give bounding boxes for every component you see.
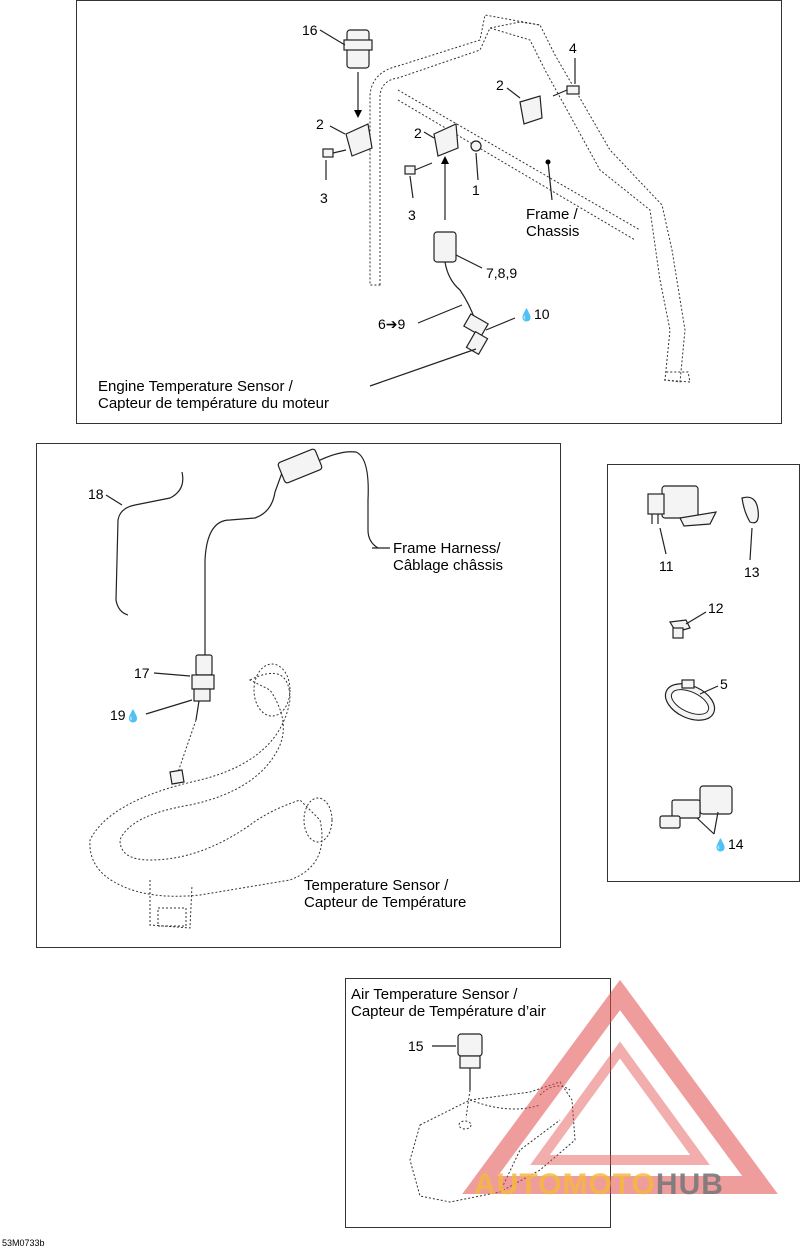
screws-drawing bbox=[322, 85, 580, 175]
brackets-2-drawing bbox=[345, 95, 543, 157]
callout-1: 1 bbox=[472, 182, 480, 198]
harness-label-line1: Frame Harness/ bbox=[393, 540, 501, 557]
air-caption-line1: Air Temperature Sensor / bbox=[351, 986, 518, 1003]
figure-id: 53M0733b bbox=[2, 1238, 45, 1248]
callout-15: 15 bbox=[408, 1038, 424, 1054]
temperature-sensor-panel bbox=[36, 443, 561, 948]
temperature-leader-lines bbox=[105, 494, 390, 715]
callout-16: 16 bbox=[302, 22, 318, 38]
callout-17: 17 bbox=[134, 665, 150, 681]
harness-wire-drawing bbox=[204, 469, 284, 660]
callout-11: 11 bbox=[659, 558, 674, 574]
engine-leader-lines bbox=[319, 29, 576, 387]
callout-18: 18 bbox=[88, 486, 104, 502]
temperature-caption-line2: Capteur de Température bbox=[304, 894, 467, 911]
engine-sensor-part-drawing bbox=[433, 156, 489, 356]
callout-2a: 2 bbox=[316, 116, 324, 132]
temperature-caption-line1: Temperature Sensor / bbox=[304, 877, 449, 894]
screw-12-drawing bbox=[669, 619, 691, 639]
lubricant-drop-icon: 💧 bbox=[713, 838, 728, 852]
sensor-17-drawing bbox=[169, 654, 215, 785]
frame-chassis-drawing bbox=[369, 14, 691, 383]
sensor-15-drawing bbox=[432, 1033, 483, 1119]
engine-caption-line1: Engine Temperature Sensor / bbox=[98, 378, 293, 395]
callout-3b: 3 bbox=[408, 207, 416, 223]
callout-10: 💧10 bbox=[519, 306, 550, 322]
callout-19-value: 19 bbox=[110, 707, 126, 723]
callout-2c: 2 bbox=[496, 77, 504, 93]
callout-19: 19💧 bbox=[110, 707, 141, 723]
air-caption-line2: Capteur de Température d’air bbox=[351, 1003, 546, 1020]
callout-7-8-9: 7,8,9 bbox=[486, 265, 518, 281]
connector-16-drawing bbox=[343, 29, 373, 118]
engine-caption-line2: Capteur de température du moteur bbox=[98, 395, 329, 412]
frame-label-line2: Chassis bbox=[526, 223, 580, 240]
callout-12: 12 bbox=[708, 600, 724, 616]
harness-connector-drawing bbox=[277, 448, 323, 484]
exhaust-pipe-drawing bbox=[89, 663, 333, 929]
callout-14: 💧14 bbox=[713, 836, 744, 852]
callout-3a: 3 bbox=[320, 190, 328, 206]
watermark-text: AUTOMOTOHUB bbox=[474, 1168, 724, 1202]
callout-13: 13 bbox=[744, 564, 760, 580]
callout-10-value: 10 bbox=[533, 306, 550, 322]
callout-14-value: 14 bbox=[727, 836, 744, 852]
watermark-text-a: AUTOMOTO bbox=[474, 1168, 656, 1201]
lubricant-drop-icon: 💧 bbox=[125, 709, 141, 723]
callout-4: 4 bbox=[569, 40, 577, 56]
hose-18-drawing bbox=[115, 471, 184, 616]
frame-label-line1: Frame / bbox=[526, 206, 578, 223]
lubricant-drop-icon: 💧 bbox=[519, 308, 534, 322]
callout-6-to-9: 6➔9 bbox=[378, 316, 406, 332]
clip-13-drawing bbox=[741, 496, 759, 524]
engine-sensor-panel bbox=[76, 0, 782, 424]
watermark-text-b: HUB bbox=[655, 1168, 724, 1201]
callout-5: 5 bbox=[720, 676, 728, 692]
harness-label-line2: Câblage châssis bbox=[393, 557, 504, 574]
clamp-5-drawing bbox=[664, 679, 716, 721]
callout-2b: 2 bbox=[414, 125, 422, 141]
watermark-triangle bbox=[462, 979, 778, 1194]
parts-leader-lines bbox=[659, 527, 753, 835]
connector-14-drawing bbox=[659, 785, 733, 829]
relay-11-drawing bbox=[647, 485, 718, 527]
